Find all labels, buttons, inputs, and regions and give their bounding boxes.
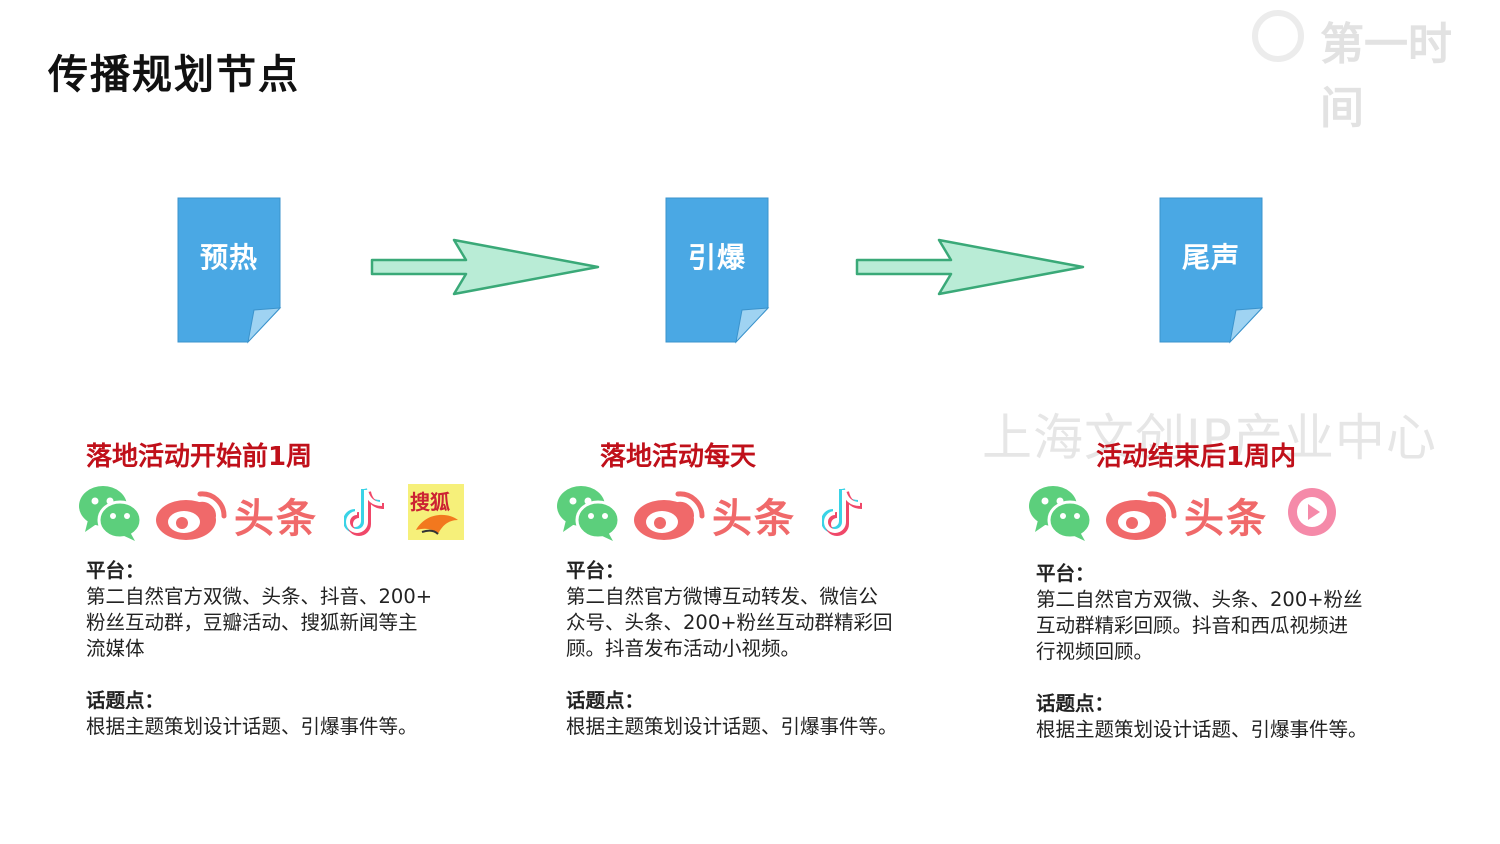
sohu-icon: 搜狐	[408, 484, 464, 540]
weibo-icon	[632, 484, 708, 542]
sohu-logo-text: 搜狐	[410, 490, 450, 514]
platform-line: 第二自然官方双微、头条、200+粉丝	[1036, 588, 1363, 611]
platform-heading: 平台：	[1036, 562, 1095, 585]
stage-node-preheat: 预热	[174, 196, 284, 344]
douyin-icon	[822, 486, 866, 538]
phase-description-1: 平台： 第二自然官方双微、头条、抖音、200+ 粉丝互动群，豆瓣活动、搜狐新闻等…	[86, 558, 432, 740]
brand-logo: 第一时间	[1252, 6, 1492, 134]
topic-text: 根据主题策划设计话题、引爆事件等。	[566, 715, 898, 738]
wechat-icon	[1028, 484, 1092, 542]
platform-icons-2: 头条	[556, 484, 876, 542]
watermark: 上海文创IP产业中心	[982, 409, 1437, 467]
phase-description-3: 平台： 第二自然官方双微、头条、200+粉丝 互动群精彩回顾。抖音和西瓜视频进 …	[1036, 561, 1368, 743]
stage-label: 尾声	[1181, 241, 1240, 274]
platform-line: 众号、头条、200+粉丝互动群精彩回	[566, 611, 893, 634]
logo-ring-icon	[1252, 10, 1304, 62]
arrow-right-icon	[855, 236, 1087, 298]
topic-text: 根据主题策划设计话题、引爆事件等。	[86, 715, 418, 738]
platform-heading: 平台：	[86, 559, 145, 582]
platform-line: 粉丝互动群，豆瓣活动、搜狐新闻等主	[86, 611, 418, 634]
page-title: 传播规划节点	[48, 52, 300, 98]
platform-line: 互动群精彩回顾。抖音和西瓜视频进	[1036, 614, 1349, 637]
platform-heading: 平台：	[566, 559, 625, 582]
weibo-icon	[1104, 484, 1180, 542]
toutiao-logo: 头条	[234, 496, 318, 542]
weibo-icon	[154, 484, 230, 542]
phase-timing-2: 落地活动每天	[600, 442, 757, 472]
douyin-icon	[344, 486, 388, 538]
platform-line: 第二自然官方微博互动转发、微信公	[566, 585, 879, 608]
phase-timing-3: 活动结束后1周内	[1096, 442, 1297, 472]
xigua-video-icon	[1284, 484, 1340, 540]
wechat-icon	[556, 484, 620, 542]
phase-description-2: 平台： 第二自然官方微博互动转发、微信公 众号、头条、200+粉丝互动群精彩回 …	[566, 558, 898, 740]
topic-heading: 话题点：	[86, 689, 165, 712]
platform-icons-3: 头条	[1028, 484, 1348, 542]
brand-logo-text: 第一时间	[1320, 19, 1452, 134]
stage-node-ignite: 引爆	[662, 196, 772, 344]
platform-line: 行视频回顾。	[1036, 640, 1154, 663]
toutiao-logo: 头条	[1184, 496, 1268, 542]
phase-timing-1: 落地活动开始前1周	[86, 442, 313, 472]
topic-heading: 话题点：	[566, 689, 645, 712]
platform-line: 第二自然官方双微、头条、抖音、200+	[86, 585, 433, 608]
stage-label: 预热	[199, 241, 258, 274]
wechat-icon	[78, 484, 142, 542]
stage-node-ending: 尾声	[1156, 196, 1266, 344]
topic-text: 根据主题策划设计话题、引爆事件等。	[1036, 718, 1368, 741]
arrow-right-icon	[370, 236, 602, 298]
fox-icon	[408, 508, 464, 538]
stage-label: 引爆	[687, 241, 746, 274]
toutiao-logo: 头条	[712, 496, 796, 542]
platform-line: 流媒体	[86, 637, 145, 660]
platform-line: 顾。抖音发布活动小视频。	[566, 637, 801, 660]
topic-heading: 话题点：	[1036, 692, 1115, 715]
platform-icons-1: 头条 搜狐	[78, 484, 468, 542]
